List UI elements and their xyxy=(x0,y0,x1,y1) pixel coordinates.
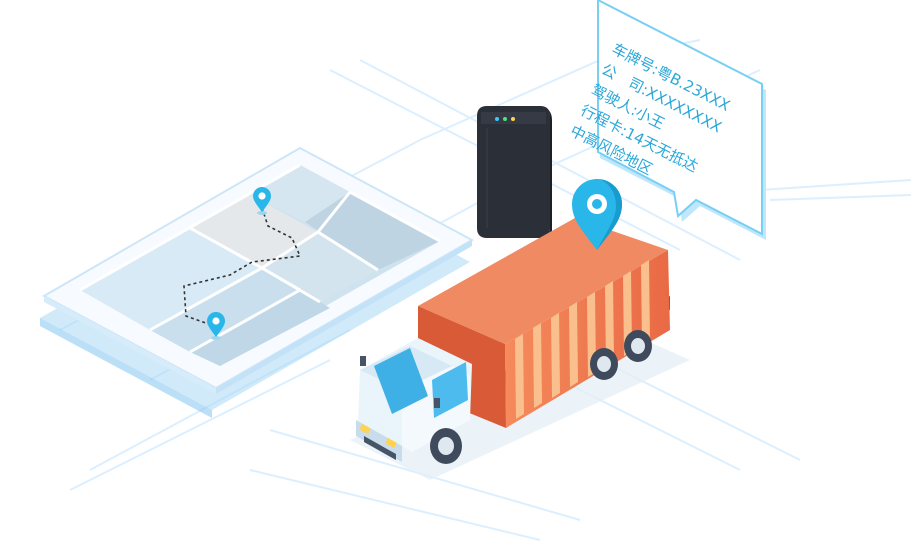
truck-wheels xyxy=(430,330,652,464)
map-pin-icon xyxy=(253,187,271,215)
gps-tracker-device xyxy=(477,106,552,238)
map-screen xyxy=(79,163,441,366)
truck xyxy=(350,218,690,480)
cargo-container xyxy=(418,218,670,428)
truck-cab xyxy=(356,338,472,462)
map-pin-icon xyxy=(207,312,225,340)
tablet xyxy=(41,146,475,394)
route-path xyxy=(183,207,302,327)
location-marker-icon xyxy=(572,179,623,250)
info-bubble xyxy=(597,0,766,240)
